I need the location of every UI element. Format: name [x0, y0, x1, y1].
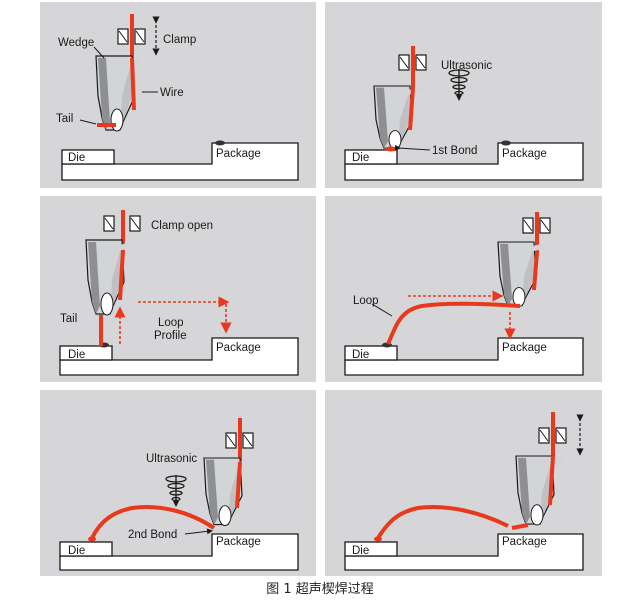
wire: [118, 249, 125, 301]
wire-loop: [386, 301, 521, 345]
wedge-tool: [497, 241, 547, 308]
die-label: Die: [68, 152, 85, 164]
die-block: [61, 149, 115, 165]
bond-pad: [215, 140, 225, 146]
first-bond-weld: [88, 536, 96, 542]
second-bond-leader: [184, 528, 213, 535]
wire-label: Wire: [160, 87, 184, 99]
die-block: [344, 149, 398, 165]
wire: [532, 251, 539, 291]
die-block: [59, 541, 113, 557]
loop-profile-label-line2: Profile: [154, 330, 187, 342]
tail-leader: [79, 119, 97, 125]
die-label: Die: [352, 152, 369, 164]
tail-label: Tail: [56, 113, 73, 125]
substrate: [61, 140, 299, 181]
panel-tool-lift: Die Package: [325, 390, 602, 576]
first-bond-weld: [385, 146, 397, 152]
bond-pad: [501, 140, 511, 146]
second-bond-label: 2nd Bond: [128, 529, 177, 541]
second-bond-weld: [511, 523, 529, 530]
clamp-open-icon: [103, 215, 141, 232]
wire: [408, 87, 415, 131]
tail-label: Tail: [60, 313, 77, 325]
package-label: Package: [216, 536, 261, 548]
panel-clamp-open: Clamp open Tail Loop Profile Die Package: [40, 196, 316, 382]
wedge-tool: [373, 85, 423, 150]
panel-wedge-clamp: Wedge Clamp Wire Tail Die Package: [40, 2, 316, 188]
panel-loop-forming: Loop Die Package: [325, 196, 602, 382]
package-label: Package: [216, 342, 261, 354]
substrate: [344, 337, 584, 376]
package-label: Package: [502, 342, 547, 354]
clamp-label: Clamp: [163, 34, 196, 46]
wire-loop: [90, 505, 216, 539]
ultrasonic-label: Ultrasonic: [441, 60, 492, 72]
package-label: Package: [502, 148, 547, 160]
die-label: Die: [68, 349, 85, 361]
wire: [235, 461, 242, 509]
die-block: [344, 541, 398, 557]
wire-loop: [376, 504, 509, 540]
substrate: [344, 533, 584, 571]
die-block: [344, 345, 398, 361]
loop-profile-label-line1: Loop: [158, 317, 184, 329]
wedge-tool: [85, 239, 135, 316]
clamp-open-label: Clamp open: [151, 220, 213, 232]
wedge-label: Wedge: [58, 37, 94, 49]
die-label: Die: [352, 545, 369, 557]
wire: [548, 455, 555, 506]
loop-leader: [371, 303, 393, 317]
figure-caption: 图 1 超声楔焊过程: [266, 582, 374, 597]
panel-second-bond: Ultrasonic 2nd Bond Die Package: [40, 390, 316, 576]
loop-label: Loop: [353, 295, 379, 307]
die-label: Die: [352, 349, 369, 361]
substrate: [344, 140, 584, 181]
ultrasonic-label: Ultrasonic: [146, 453, 197, 465]
die-label: Die: [68, 545, 85, 557]
panel-first-bond: Ultrasonic 1st Bond Die Package: [325, 2, 602, 188]
first-bond-label: 1st Bond: [432, 145, 477, 157]
package-label: Package: [216, 148, 261, 160]
die-block: [59, 345, 113, 361]
package-label: Package: [502, 536, 547, 548]
first-bond-weld: [374, 536, 382, 542]
wire: [130, 57, 136, 111]
wedge-leader: [93, 46, 105, 59]
first-bond-leader: [394, 144, 431, 151]
